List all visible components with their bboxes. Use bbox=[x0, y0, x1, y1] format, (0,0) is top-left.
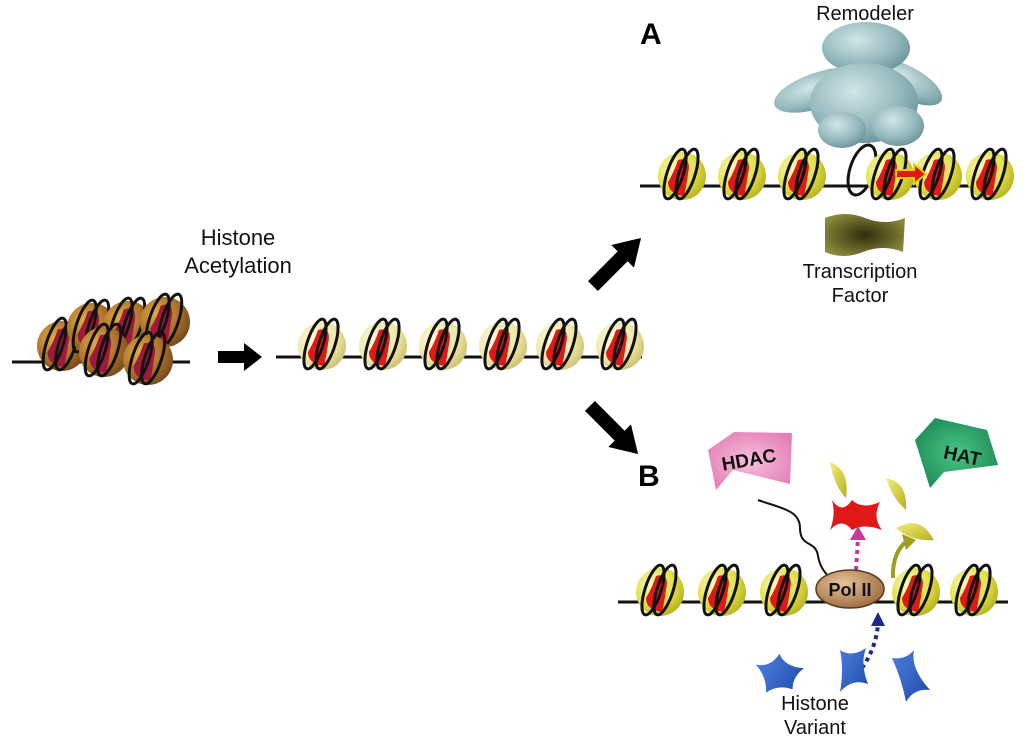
nucleosome bbox=[778, 147, 826, 201]
nucleosome bbox=[536, 317, 584, 371]
histone-eviction-arrow bbox=[850, 526, 866, 571]
compact-chromatin bbox=[12, 292, 190, 386]
nucleosome bbox=[479, 317, 527, 371]
nucleosome bbox=[596, 317, 644, 371]
nucleosome bbox=[698, 563, 746, 617]
nucleosome bbox=[914, 147, 962, 201]
arrow-to-panel-a bbox=[588, 237, 642, 291]
nucleosome bbox=[79, 322, 129, 378]
histone-variant-label: Histone Variant bbox=[781, 693, 849, 739]
nucleosome bbox=[636, 563, 684, 617]
variant-deposition-arrow bbox=[860, 612, 885, 670]
nucleosome bbox=[123, 330, 173, 386]
nucleosome bbox=[718, 147, 766, 201]
nucleosome-sliding-arrow bbox=[895, 161, 928, 187]
nucleosome bbox=[950, 563, 998, 617]
acetyl-release-arrow bbox=[890, 534, 916, 579]
nucleosome bbox=[359, 317, 407, 371]
pol2-label: Pol II bbox=[828, 580, 871, 600]
hdac-enzyme: HDAC bbox=[708, 432, 792, 490]
nucleosome bbox=[892, 563, 940, 617]
histone-acetylation-label: Histone Acetylation bbox=[184, 225, 292, 278]
hat-enzyme: HAT bbox=[915, 418, 998, 488]
transcription-factor-label: Transcription Factor bbox=[802, 261, 918, 307]
acetylated-chromatin bbox=[276, 317, 644, 371]
remodeler-complex bbox=[774, 22, 943, 148]
pol2-enzyme: Pol II bbox=[815, 569, 885, 609]
remodeler-label: Remodeler bbox=[816, 3, 914, 25]
nucleosome bbox=[658, 147, 706, 201]
rna-transcript bbox=[757, 499, 833, 581]
nucleosome bbox=[866, 147, 914, 201]
arrow-to-panel-b bbox=[585, 401, 639, 455]
acetylation-arrow bbox=[218, 343, 262, 371]
panel-label-a: A bbox=[640, 18, 662, 51]
nucleosome bbox=[966, 147, 1014, 201]
transcription-factor-shape bbox=[825, 214, 905, 256]
chromatin-panel-a bbox=[640, 143, 1014, 201]
nucleosome bbox=[419, 317, 467, 371]
nucleosome bbox=[298, 317, 346, 371]
nucleosome bbox=[760, 563, 808, 617]
panel-label-b: B bbox=[638, 460, 660, 493]
evicted-histones bbox=[830, 462, 934, 541]
histone-variants bbox=[755, 648, 930, 702]
chromatin-panel-b bbox=[618, 563, 1008, 617]
